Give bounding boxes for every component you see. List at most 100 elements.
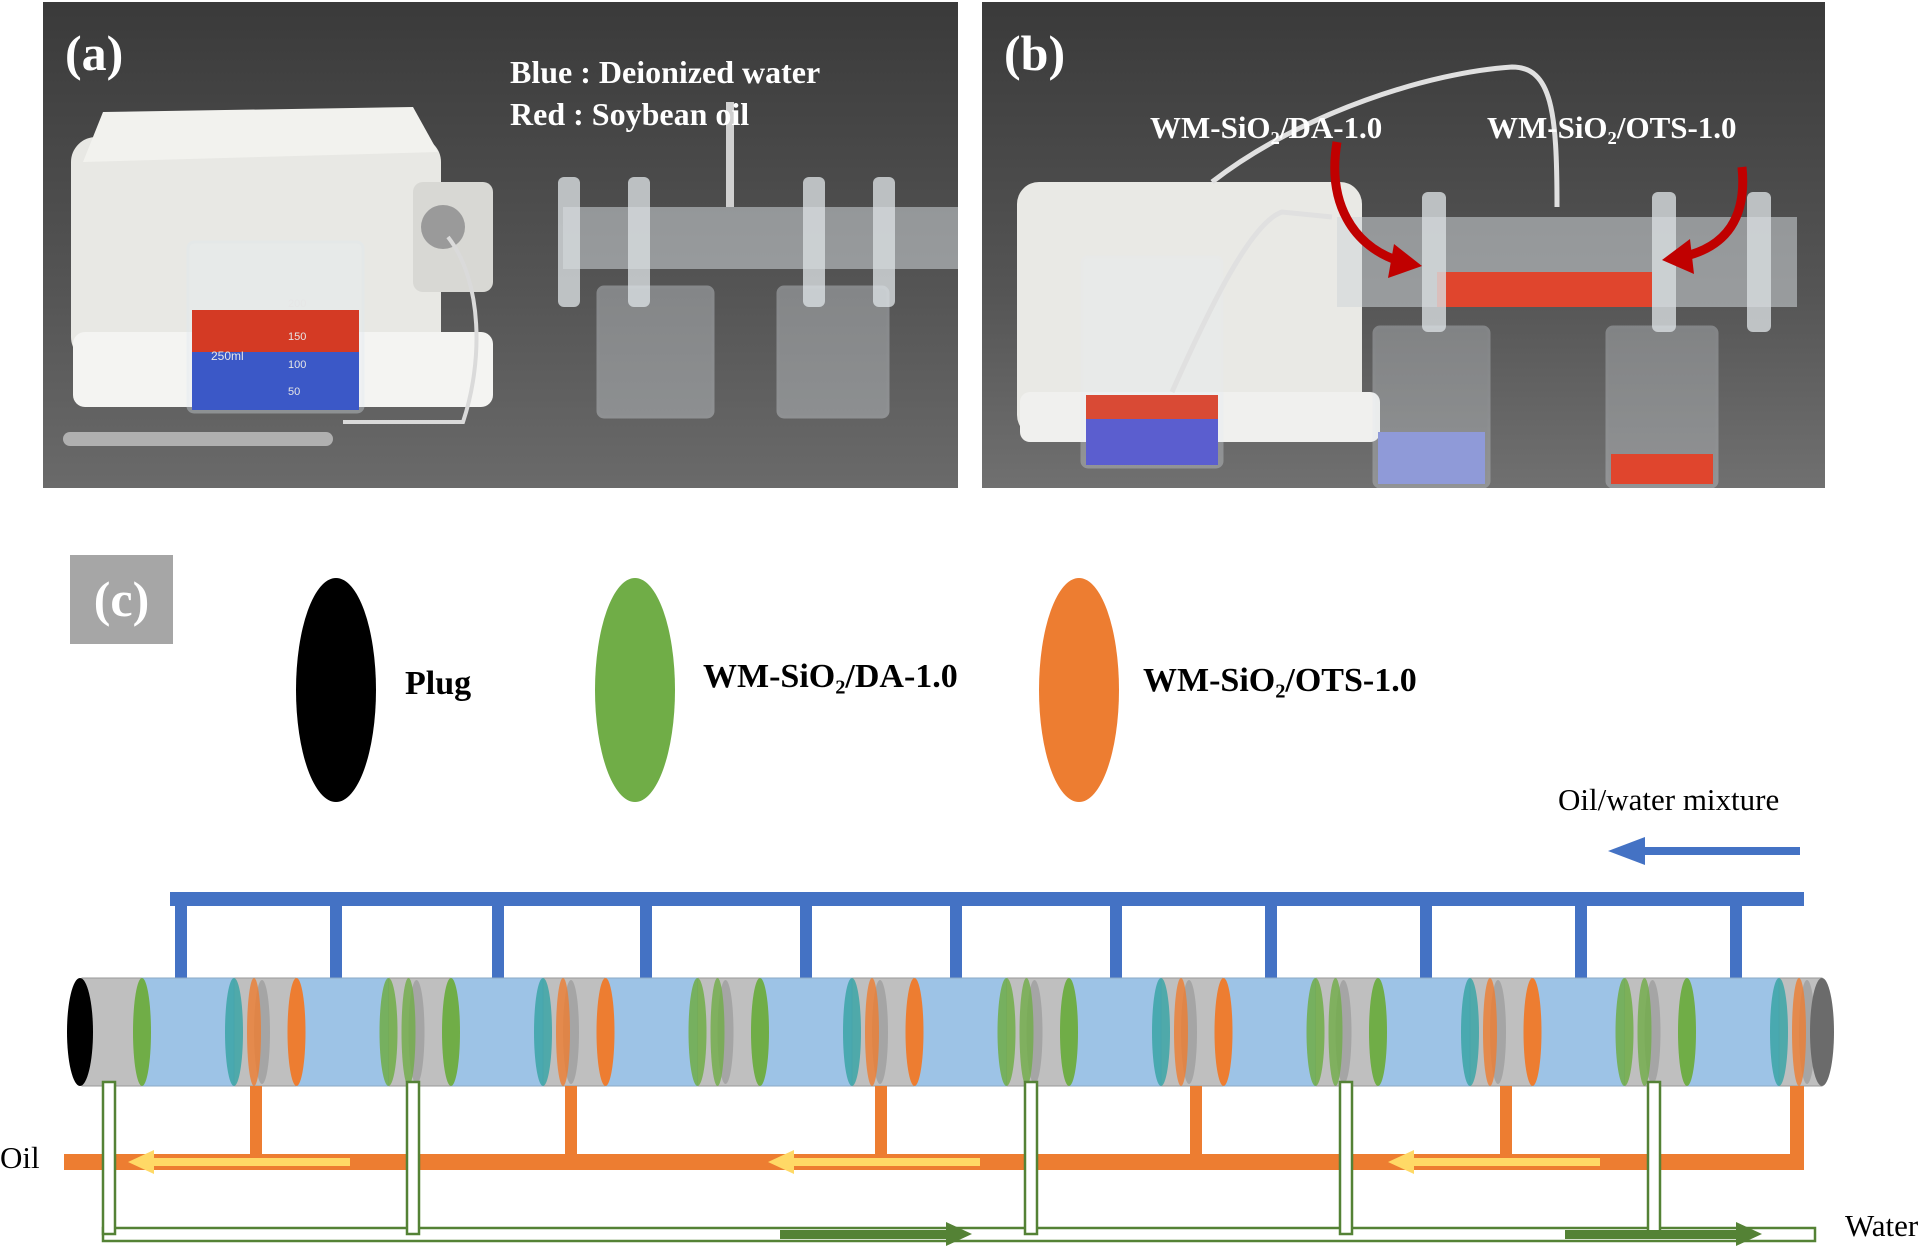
label-ots-photo: WM-SiO₂/OTS-1.0 bbox=[1487, 110, 1737, 145]
separation-column bbox=[563, 207, 958, 269]
caption-blue: Blue : Deionized water bbox=[510, 54, 821, 90]
mixture-branch bbox=[1420, 899, 1432, 979]
membrane bbox=[1678, 978, 1696, 1086]
tube-water-section bbox=[605, 977, 698, 1087]
tube-body bbox=[81, 977, 1823, 1087]
mixture-branch bbox=[1265, 899, 1277, 979]
membrane bbox=[843, 978, 861, 1086]
tube-water-section bbox=[1223, 977, 1316, 1087]
tube-water-section bbox=[1068, 977, 1162, 1087]
membrane bbox=[1461, 978, 1479, 1086]
membrane bbox=[247, 978, 261, 1086]
photo-a-illustration: 250ml 200 150 100 50 bbox=[43, 2, 958, 488]
oil-flow-arrow bbox=[1410, 1158, 1600, 1166]
membrane bbox=[1483, 978, 1497, 1086]
membrane bbox=[751, 978, 769, 1086]
oil-branches bbox=[250, 1086, 1804, 1170]
oil-manifold bbox=[64, 1154, 1804, 1170]
oil-flow-arrowhead bbox=[128, 1150, 154, 1174]
membrane bbox=[1770, 978, 1788, 1086]
membrane bbox=[1637, 978, 1652, 1086]
photo-panel-b: (b) WM-SiO₂/DA-1.0 WM-SiO₂/OTS-1.0 bbox=[982, 2, 1825, 488]
gap-shade bbox=[1490, 980, 1506, 1084]
gap-shade bbox=[563, 980, 579, 1084]
tube-water-section bbox=[1377, 977, 1471, 1087]
membrane bbox=[1523, 978, 1542, 1086]
beaker-volume: 250ml bbox=[211, 349, 244, 363]
gap-shade bbox=[1181, 980, 1197, 1084]
membrane bbox=[1369, 978, 1387, 1086]
red-arrow-ots bbox=[1680, 166, 1748, 262]
beaker-mark: 200 bbox=[288, 298, 306, 310]
panel-letter-b: (b) bbox=[1004, 25, 1066, 81]
mixture-branch bbox=[800, 899, 812, 979]
tube-water-section bbox=[141, 977, 235, 1087]
water-branch bbox=[1646, 1080, 1662, 1236]
membrane bbox=[534, 978, 552, 1086]
membrane bbox=[225, 978, 243, 1086]
membrane bbox=[596, 978, 615, 1086]
water-flow-arrow bbox=[780, 1230, 950, 1239]
oil-branch bbox=[1500, 1086, 1512, 1156]
label-oil-water-mixture: Oil/water mixture bbox=[1558, 782, 1780, 817]
membrane bbox=[865, 978, 879, 1086]
membrane bbox=[1019, 978, 1034, 1086]
mixture-manifold bbox=[170, 892, 1802, 906]
separation-tube bbox=[67, 977, 1834, 1087]
membrane bbox=[1328, 978, 1343, 1086]
water-flow-arrow bbox=[1565, 1230, 1740, 1239]
membrane bbox=[1060, 978, 1078, 1086]
photo-panel-a: 250ml 200 150 100 50 (a) Blue : Deionize… bbox=[43, 2, 958, 488]
tube-water-section bbox=[914, 977, 1007, 1087]
label-oil: Oil bbox=[0, 1140, 40, 1175]
mixture-branch bbox=[330, 899, 342, 979]
mixture-branch bbox=[492, 899, 504, 979]
membrane bbox=[287, 978, 306, 1086]
membrane bbox=[1615, 978, 1634, 1086]
water-branches bbox=[101, 1080, 1662, 1236]
membrane bbox=[379, 978, 398, 1086]
membrane bbox=[997, 978, 1016, 1086]
membrane bbox=[1152, 978, 1170, 1086]
membrane bbox=[1792, 978, 1806, 1086]
gap-shade bbox=[1335, 980, 1352, 1084]
oil-flow-arrowhead bbox=[1388, 1150, 1414, 1174]
water-branch bbox=[1338, 1080, 1354, 1236]
oil-flow-arrow bbox=[150, 1158, 350, 1166]
oil-branch bbox=[250, 1086, 262, 1156]
membrane bbox=[905, 978, 924, 1086]
membrane bbox=[1174, 978, 1188, 1086]
tube-water-section bbox=[1686, 977, 1780, 1087]
legend-da-icon bbox=[595, 578, 675, 802]
membrane bbox=[133, 978, 151, 1086]
water-branch bbox=[1023, 1080, 1039, 1236]
label-da-photo: WM-SiO₂/DA-1.0 bbox=[1150, 110, 1383, 145]
membrane bbox=[442, 978, 460, 1086]
oil-flow-arrow bbox=[790, 1158, 980, 1166]
oil-flow-arrowhead bbox=[768, 1150, 794, 1174]
mixture-end bbox=[1790, 892, 1804, 906]
pump-body bbox=[1017, 182, 1362, 437]
gap-shade bbox=[872, 980, 888, 1084]
water-branch bbox=[405, 1080, 421, 1236]
water-flow-arrowhead bbox=[1736, 1222, 1762, 1246]
mixture-branch bbox=[1575, 899, 1587, 979]
membrane bbox=[401, 978, 416, 1086]
water-flow-arrows bbox=[780, 1222, 1762, 1246]
oil-branch bbox=[1190, 1086, 1202, 1156]
oil-end bbox=[1790, 1086, 1804, 1170]
tube-water-section bbox=[450, 977, 544, 1087]
oil-branch bbox=[875, 1086, 887, 1156]
label-water: Water bbox=[1845, 1208, 1919, 1243]
red-arrow-da bbox=[1330, 141, 1404, 267]
tube-plug bbox=[67, 978, 93, 1086]
panel-letter-c: (c) bbox=[70, 555, 173, 644]
gap-shade bbox=[1799, 980, 1815, 1084]
membrane bbox=[1306, 978, 1325, 1086]
water-manifold bbox=[101, 1226, 1817, 1243]
gap-shade bbox=[717, 980, 734, 1084]
water-branch bbox=[101, 1080, 117, 1236]
pump-body bbox=[71, 137, 441, 362]
beaker-mark: 50 bbox=[288, 386, 300, 398]
legend-ots-icon bbox=[1039, 578, 1119, 802]
